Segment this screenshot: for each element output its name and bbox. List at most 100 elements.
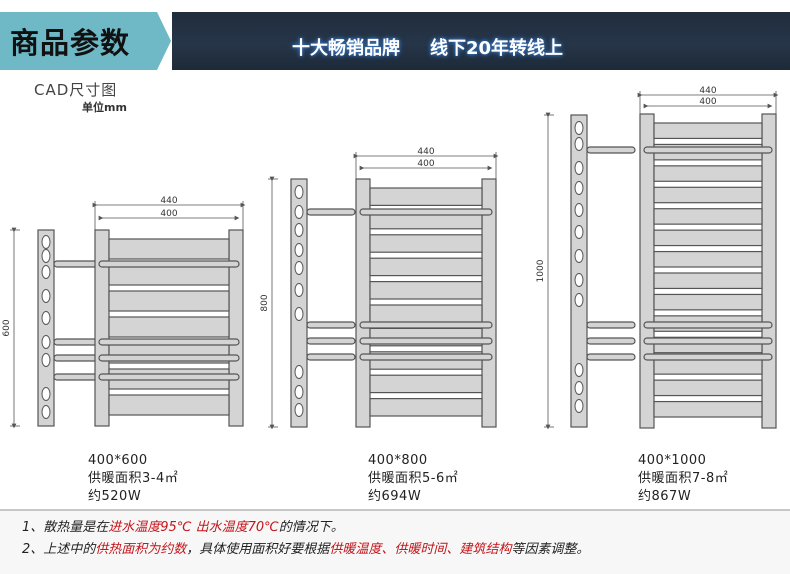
- front-crossbar: [643, 337, 773, 345]
- front-crossbar: [643, 146, 773, 154]
- side-view-hole: [41, 405, 51, 419]
- side-view-hole: [294, 185, 304, 199]
- front-rail: [653, 400, 763, 418]
- spec-area: 供暖面积5-6㎡: [368, 471, 459, 486]
- side-view-hole: [574, 273, 584, 287]
- front-rail: [653, 229, 763, 247]
- height-dimension-label: 800: [260, 294, 270, 311]
- side-view-pipe: [586, 337, 636, 345]
- slogan-online: 线下20年转线上: [430, 38, 564, 59]
- title-arrow: [157, 12, 171, 70]
- side-view-pipe: [306, 321, 356, 329]
- front-rail: [653, 186, 763, 204]
- side-view-pipe: [306, 337, 356, 345]
- spec-size: 400*1000: [638, 453, 707, 468]
- side-view-pipe: [586, 353, 636, 361]
- front-right-post: [761, 113, 777, 429]
- notes-panel: [0, 511, 790, 574]
- width-outer-label: 440: [417, 147, 434, 157]
- note-1: 1、散热量是在进水温度95℃ 出水温度70℃的情况下。: [22, 520, 344, 535]
- side-view-pipe: [53, 338, 101, 346]
- spec-size: 400*600: [88, 453, 148, 468]
- side-view-hole: [294, 261, 304, 275]
- side-view-pipe: [53, 354, 101, 362]
- width-outer-label: 440: [699, 86, 716, 96]
- side-view-pipe: [53, 260, 101, 268]
- front-rail: [108, 394, 230, 416]
- side-view-pipe: [586, 321, 636, 329]
- side-view-hole: [294, 283, 304, 297]
- front-right-post: [228, 229, 244, 427]
- slogan-banner: [172, 12, 790, 70]
- width-inner-label: 400: [699, 97, 716, 107]
- title-box: [0, 12, 157, 70]
- side-view-hole: [574, 181, 584, 195]
- side-view-frame: [290, 178, 308, 428]
- front-rail: [108, 290, 230, 312]
- front-rail: [369, 304, 483, 323]
- front-rail: [653, 250, 763, 268]
- height-dimension-label: 600: [2, 319, 12, 336]
- front-crossbar: [643, 353, 773, 361]
- side-view-hole: [41, 289, 51, 303]
- side-view-hole: [41, 353, 51, 367]
- spec-power: 约520W: [88, 489, 142, 504]
- spec-400x800: 400*800 供暖面积5-6㎡ 约694W: [368, 452, 458, 506]
- side-view-hole: [574, 381, 584, 395]
- side-view-hole: [41, 235, 51, 249]
- side-view-hole: [574, 121, 584, 135]
- side-view-hole: [294, 403, 304, 417]
- side-view-frame: [37, 229, 55, 427]
- spec-power: 约867W: [638, 489, 692, 504]
- front-rail: [653, 165, 763, 182]
- front-rail: [653, 293, 763, 311]
- side-view-hole: [41, 249, 51, 263]
- front-crossbar: [359, 321, 493, 329]
- front-crossbar: [98, 338, 240, 346]
- front-crossbar: [643, 321, 773, 329]
- side-view-hole: [574, 161, 584, 175]
- front-rail: [653, 122, 763, 140]
- width-inner-label: 400: [160, 209, 177, 219]
- side-view-pipe: [306, 353, 356, 361]
- front-crossbar: [359, 337, 493, 345]
- side-view-frame: [570, 114, 588, 428]
- spec-area: 供暖面积3-4㎡: [88, 471, 179, 486]
- front-rail: [369, 257, 483, 277]
- front-right-post: [481, 178, 497, 428]
- side-view-hole: [41, 311, 51, 325]
- height-dimension-label: 1000: [536, 259, 546, 282]
- width-inner-label: 400: [417, 159, 434, 169]
- side-view-hole: [574, 293, 584, 307]
- side-view-hole: [294, 243, 304, 257]
- side-view-pipe: [586, 146, 636, 154]
- front-crossbar: [359, 353, 493, 361]
- side-view-hole: [294, 385, 304, 399]
- side-view-hole: [294, 223, 304, 237]
- front-rail: [369, 398, 483, 417]
- side-view-hole: [574, 249, 584, 263]
- width-outer-label: 440: [160, 196, 177, 206]
- side-view-hole: [574, 363, 584, 377]
- side-view-hole: [41, 335, 51, 349]
- front-rail: [108, 238, 230, 260]
- front-crossbar: [98, 373, 240, 381]
- spec-area: 供暖面积7-8㎡: [638, 471, 729, 486]
- front-rail: [369, 187, 483, 206]
- front-left-post: [94, 229, 110, 427]
- front-crossbar: [98, 260, 240, 268]
- side-view-hole: [294, 205, 304, 219]
- spec-power: 约694W: [368, 489, 422, 504]
- front-rail: [653, 358, 763, 375]
- front-rail: [369, 234, 483, 253]
- front-left-post: [639, 113, 655, 429]
- divider: [0, 509, 790, 511]
- side-view-hole: [574, 203, 584, 217]
- front-rail: [108, 316, 230, 338]
- side-view-hole: [294, 307, 304, 321]
- side-view-hole: [294, 365, 304, 379]
- side-view-hole: [574, 137, 584, 151]
- note-2: 2、上述中的供热面积为约数，具体使用面积好要根据供暖温度、供暖时间、建筑结构等因…: [22, 542, 590, 557]
- slogan-brand: 十大畅销品牌: [292, 38, 400, 59]
